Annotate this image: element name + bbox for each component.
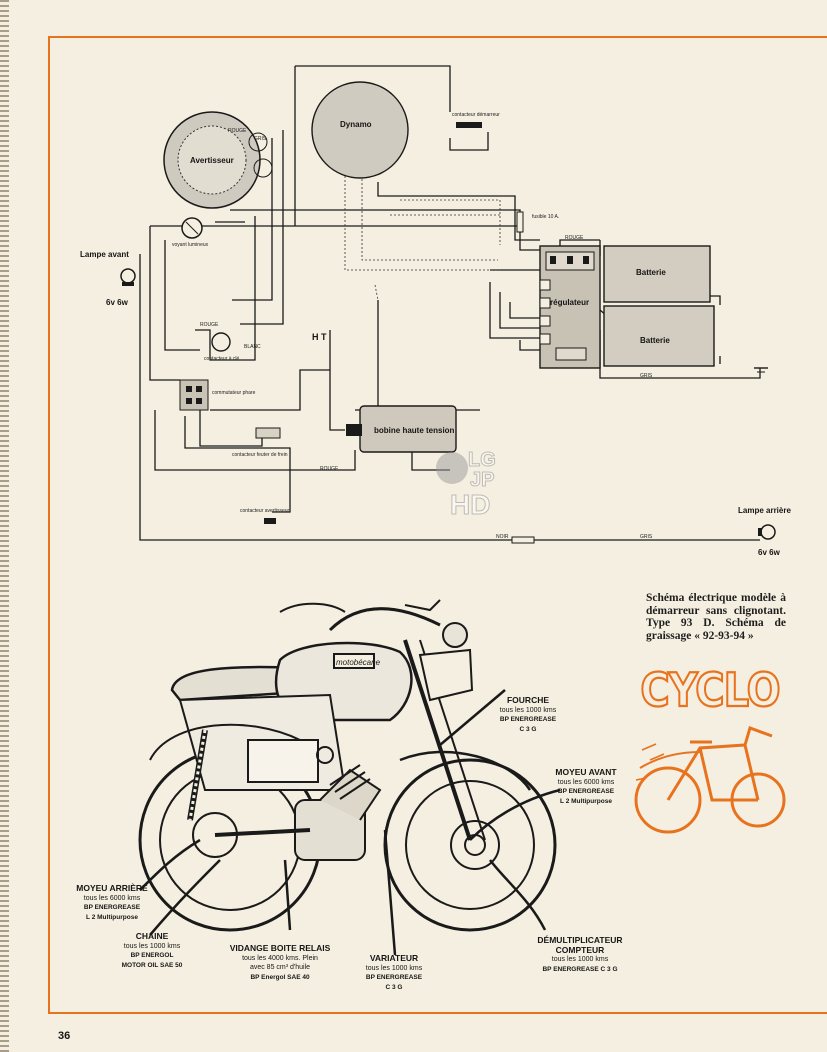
ht-label: H T [312, 332, 327, 342]
grease-grade: MOTOR OIL SAE 50 [121, 961, 183, 969]
connector-icon [511, 536, 535, 544]
grease-title: FOURCHE [506, 695, 550, 705]
regulator-label: régulateur [550, 298, 590, 307]
grease-product: BP ENERGREASE [365, 974, 423, 981]
starter-switch-icon [456, 122, 482, 128]
front-lamp-rating: 6v 6w [106, 298, 128, 307]
grease-interval: tous les 6000 kms [557, 778, 615, 786]
wire-color-label: BLANC [244, 344, 261, 350]
battery-icon [603, 245, 715, 367]
grease-title: MOYEU ARRIÈRE [76, 883, 148, 893]
wire-color-label: ROUGE [228, 128, 247, 134]
cyclo-title: CYCLO [639, 663, 781, 718]
grease-title: VIDANGE BOITE RELAIS [229, 943, 331, 953]
wire-color-label: GRIS [640, 373, 653, 379]
front-lamp-icon [120, 268, 136, 286]
grease-grade: C 3 G [519, 725, 537, 733]
ignition-coil-label: bobine haute tension [374, 426, 455, 435]
rear-lamp-label: Lampe arrière [738, 506, 791, 515]
wire-color-label: NOIR [496, 534, 509, 540]
svg-text:motobécane: motobécane [336, 658, 381, 667]
grease-product: BP ENERGREASE [499, 716, 557, 723]
grease-label-chaine: CHAINE tous les 1000 kms BP ENERGOL MOTO… [100, 931, 204, 970]
binding-edge [0, 0, 9, 1052]
grease-interval: tous les 6000 kms [83, 894, 141, 902]
battery-label-1: Batterie [636, 268, 666, 277]
page-frame [48, 36, 827, 1014]
grease-product: BP Energol SAE 40 [250, 973, 310, 981]
indicator-lamp-icon [181, 217, 203, 239]
grease-label-variateur: VARIATEUR tous les 1000 kms BP ENERGREAS… [350, 953, 438, 992]
indicator-lamp-label: voyant lumineux [172, 242, 209, 248]
grease-label-fourche: FOURCHE tous les 1000 kms BP ENERGREASE … [482, 695, 574, 734]
battery-label-2: Batterie [640, 336, 670, 345]
rear-lamp-rating: 6v 6w [758, 548, 780, 557]
wiring-diagram [120, 65, 776, 544]
front-lamp-label: Lampe avant [80, 250, 129, 259]
grease-grade: C 3 G [385, 983, 403, 991]
ground-icon [754, 367, 768, 373]
grease-title: CHAINE [135, 931, 169, 941]
wire-color-label: GRIS [254, 136, 267, 142]
wire-color-label: GRIS [640, 534, 653, 540]
page-number: 36 [58, 1030, 71, 1042]
rear-lamp-icon [758, 524, 776, 540]
brake-switch-icon [255, 427, 281, 439]
horn-icon [163, 111, 273, 209]
ignition-coil-icon [346, 405, 457, 453]
figure-caption: Schéma électrique modèle à démarreur san… [646, 592, 786, 642]
grease-title: VARIATEUR [369, 953, 419, 963]
headlight-switch-icon [179, 379, 209, 411]
watermark-stamp: LG JP HD [436, 449, 496, 518]
grease-label-moyeu-avant: MOYEU AVANT tous les 6000 kms BP ENERGRE… [536, 767, 636, 806]
grease-product: BP ENERGREASE [83, 904, 141, 911]
wire-color-label: ROUGE [565, 235, 584, 241]
svg-text:HD: HD [450, 489, 490, 518]
brake-switch-label: contacteur feuter de frein [232, 452, 288, 458]
grease-title: MOYEU AVANT [555, 767, 617, 777]
regulator-icon [539, 245, 601, 369]
grease-title: DÉMULTIPLICATEUR [537, 935, 623, 945]
key-switch-icon [211, 332, 231, 352]
grease-product: BP ENERGREASE [557, 788, 615, 795]
grease-interval: tous les 1000 kms [551, 956, 609, 963]
svg-text:JP: JP [470, 469, 494, 491]
grease-product: BP ENERGOL [130, 952, 174, 959]
grease-label-moyeu-arriere: MOYEU ARRIÈRE tous les 6000 kms BP ENERG… [62, 883, 162, 922]
key-switch-label: contacteur à clé [204, 356, 240, 362]
starter-switch-label: contacteur démarreur [452, 112, 500, 118]
grease-product: BP ENERGREASE C 3 G [542, 965, 618, 973]
grease-interval: tous les 1000 kms [365, 964, 423, 972]
grease-interval: tous les 4000 kms. Plein [242, 954, 318, 962]
grease-detail: avec 85 cm³ d'huile [249, 964, 311, 971]
horn-button-icon [264, 518, 276, 524]
grease-grade: L 2 Multipurpose [560, 797, 612, 805]
grease-interval: tous les 1000 kms [499, 706, 557, 714]
dynamo-label: Dynamo [340, 120, 372, 129]
grease-subtitle: COMPTEUR [555, 944, 605, 955]
dynamo-icon [311, 81, 409, 179]
wire-color-label: ROUGE [200, 322, 219, 328]
horn-label: Avertisseur [190, 156, 234, 165]
grease-label-demultiplicateur: DÉMULTIPLICATEUR COMPTEUR tous les 1000 … [520, 935, 640, 974]
grease-interval: tous les 1000 kms [123, 942, 181, 950]
fuse-icon [516, 211, 524, 233]
horn-button-label: contacteur avertisseur [240, 508, 290, 514]
wire-color-label: ROUGE [320, 466, 339, 472]
grease-label-vidange: VIDANGE BOITE RELAIS tous les 4000 kms. … [218, 943, 342, 982]
grease-grade: L 2 Multipurpose [86, 913, 138, 921]
svg-text:LG: LG [468, 449, 496, 471]
headlight-switch-label: commutateur phare [212, 390, 256, 396]
fuse-label: fusible 10 A. [532, 214, 560, 220]
